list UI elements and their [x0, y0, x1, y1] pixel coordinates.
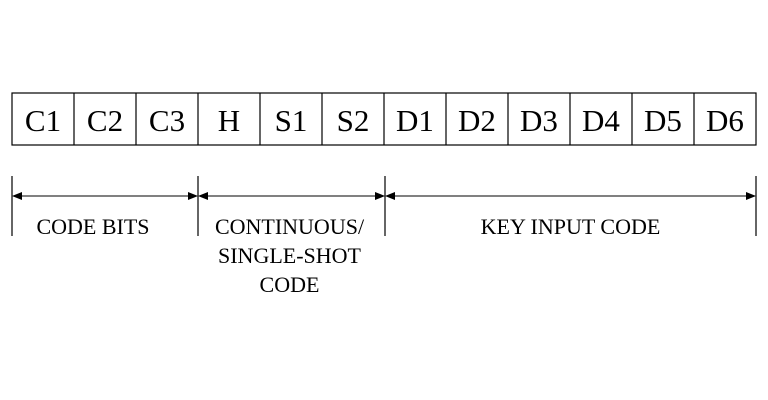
group-label: KEY INPUT CODE	[481, 214, 661, 239]
bit-cells: C1 C2 C3 H S1 S2 D1 D2 D3 D4 D5 D6	[11, 92, 757, 146]
group-label: CODE	[260, 272, 320, 297]
bit-cell-d1: D1	[396, 103, 434, 138]
bit-cell-d3: D3	[520, 103, 558, 138]
bit-cell-c3: C3	[149, 103, 185, 138]
bit-cell-h: H	[218, 103, 240, 138]
bit-cell-c2: C2	[87, 103, 123, 138]
group-label: CODE BITS	[36, 214, 149, 239]
bit-cell-d2: D2	[458, 103, 496, 138]
bit-cell-d4: D4	[582, 103, 620, 138]
bit-cell-s2: S2	[337, 103, 370, 138]
group-label: SINGLE-SHOT	[218, 243, 362, 268]
bit-cell-d5: D5	[644, 103, 682, 138]
bit-cell-s1: S1	[275, 103, 308, 138]
group-label: CONTINUOUS/	[215, 214, 365, 239]
bit-cell-c1: C1	[25, 103, 61, 138]
bit-cell-d6: D6	[706, 103, 744, 138]
bit-groups: CODE BITS CONTINUOUS/SINGLE-SHOT CODE KEY I…	[11, 176, 757, 297]
